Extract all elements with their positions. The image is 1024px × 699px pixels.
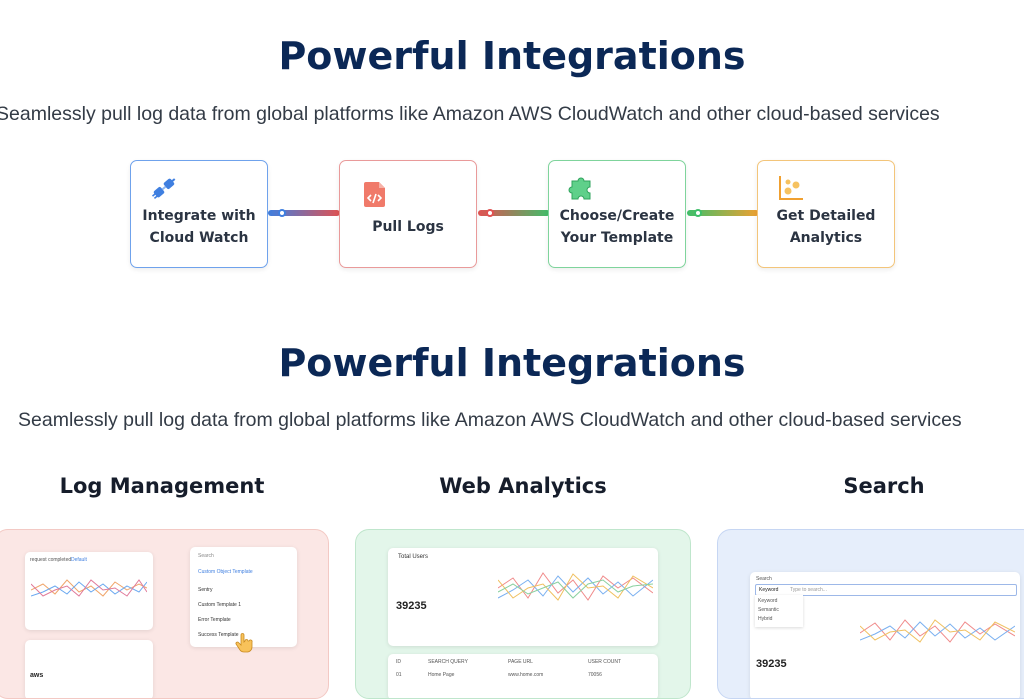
status-badge: Default bbox=[71, 557, 87, 563]
line-chart bbox=[860, 619, 1015, 643]
connector-dot bbox=[486, 209, 494, 217]
analytics-panel: Total Users 39235 bbox=[388, 548, 658, 646]
search-input[interactable]: Type to search... bbox=[790, 587, 827, 593]
line-chart bbox=[31, 579, 147, 597]
connector-3-4 bbox=[687, 210, 759, 216]
step-label: Integrate with bbox=[142, 208, 256, 224]
analytics-label: Total Users bbox=[398, 554, 429, 560]
step-label: Analytics bbox=[789, 230, 863, 246]
chart-title: request completed bbox=[30, 557, 72, 563]
search-option[interactable]: Semantic bbox=[758, 607, 779, 613]
connector-1-2 bbox=[268, 210, 340, 216]
menu-item[interactable]: Custom Template 1 bbox=[198, 602, 241, 608]
step-label: Your Template bbox=[560, 230, 674, 246]
puzzle-icon bbox=[568, 177, 591, 200]
table-cell: 70056 bbox=[588, 672, 602, 678]
log-management-card[interactable]: request completed Default aws Search Cus… bbox=[0, 529, 329, 699]
feature-title-search: Search bbox=[843, 474, 925, 498]
section-title: Powerful Integrations bbox=[278, 341, 746, 385]
search-label: Search bbox=[756, 576, 772, 582]
step-get-analytics[interactable]: Get Detailed Analytics bbox=[757, 160, 895, 268]
search-option[interactable]: Hybrid bbox=[758, 616, 773, 622]
search-select[interactable]: Keyword bbox=[759, 587, 779, 593]
line-chart bbox=[498, 572, 653, 601]
plug-icon bbox=[151, 178, 176, 199]
analytics-icon bbox=[779, 176, 803, 200]
aws-logo: aws bbox=[30, 672, 44, 679]
menu-item[interactable]: Sentry bbox=[198, 587, 213, 593]
search-panel: Search Keyword Type to search... Keyword… bbox=[750, 572, 1020, 698]
section-subtitle: Seamlessly pull log data from global pla… bbox=[18, 409, 962, 431]
menu-item[interactable]: Success Template bbox=[198, 632, 239, 638]
step-label: Cloud Watch bbox=[149, 230, 249, 246]
table-header: ID bbox=[396, 659, 401, 665]
step-integrate-cloudwatch[interactable]: Integrate with Cloud Watch bbox=[130, 160, 268, 268]
menu-header[interactable]: Custom Object Template bbox=[198, 569, 253, 575]
feature-title-log-management: Log Management bbox=[59, 474, 265, 498]
analytics-value: 39235 bbox=[396, 600, 427, 612]
table-cell: www.home.com bbox=[508, 672, 544, 678]
hand-cursor-icon bbox=[235, 633, 253, 653]
section-title: Powerful Integrations bbox=[278, 34, 746, 78]
feature-title-web-analytics: Web Analytics bbox=[439, 474, 607, 498]
step-label: Pull Logs bbox=[372, 219, 444, 235]
step-choose-template[interactable]: Choose/Create Your Template bbox=[548, 160, 686, 268]
menu-item[interactable]: Error Template bbox=[198, 617, 231, 623]
step-label: Get Detailed bbox=[776, 208, 876, 224]
connector-dot bbox=[278, 209, 286, 217]
search-card[interactable]: Search Keyword Type to search... Keyword… bbox=[717, 529, 1024, 699]
log-chart-panel-2: aws bbox=[25, 640, 153, 698]
section-subtitle: Seamlessly pull log data from global pla… bbox=[0, 103, 940, 125]
analytics-table: ID SEARCH QUERY PAGE URL USER COUNT 01 H… bbox=[388, 654, 658, 698]
log-chart-panel: request completed Default bbox=[25, 552, 153, 630]
menu-search[interactable]: Search bbox=[198, 553, 214, 559]
connector-dot bbox=[694, 209, 702, 217]
search-value: 39235 bbox=[756, 658, 787, 670]
table-header: USER COUNT bbox=[588, 659, 622, 665]
web-analytics-card[interactable]: Total Users 39235 ID SEARCH QUERY PAGE U… bbox=[355, 529, 691, 699]
table-header: PAGE URL bbox=[508, 659, 533, 665]
connector-2-3 bbox=[478, 210, 550, 216]
search-options[interactable]: Keyword Semantic Hybrid bbox=[755, 595, 803, 627]
table-cell: 01 bbox=[396, 672, 402, 678]
search-bar[interactable]: Keyword Type to search... bbox=[755, 584, 1017, 596]
table-header: SEARCH QUERY bbox=[428, 659, 468, 665]
step-label: Choose/Create bbox=[559, 208, 675, 224]
step-pull-logs[interactable]: Pull Logs bbox=[339, 160, 477, 268]
table-cell: Home Page bbox=[428, 672, 455, 678]
log-file-icon bbox=[364, 182, 385, 207]
search-option[interactable]: Keyword bbox=[758, 598, 778, 604]
template-menu[interactable]: Search Custom Object Template Sentry Cus… bbox=[190, 547, 297, 647]
